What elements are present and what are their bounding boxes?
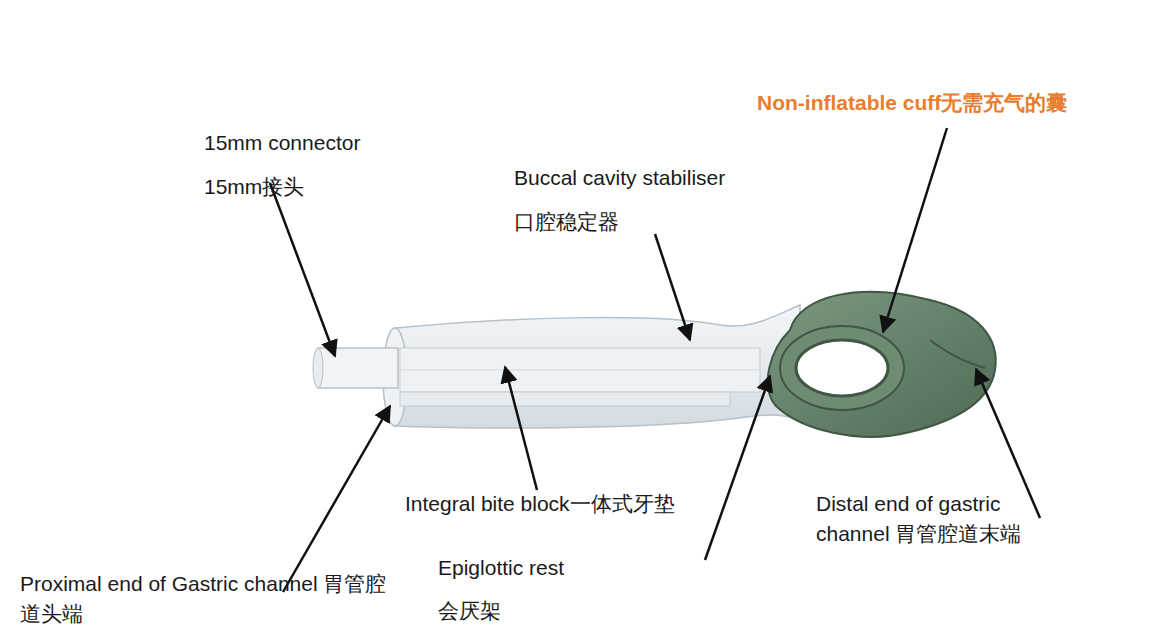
leader-line <box>705 376 770 560</box>
gastric-channel-shape <box>400 392 730 406</box>
part-label: 口腔稳定器 <box>514 207 714 237</box>
part-label: 15mm connector <box>204 128 504 158</box>
cuff <box>768 292 996 437</box>
connector-shape <box>318 348 398 388</box>
part-label: 会厌架 <box>438 596 638 626</box>
part-label: Proximal end of Gastric channel 胃管腔道头端 <box>20 569 398 629</box>
part-label: Distal end of gastric channel 胃管腔道末端 <box>816 489 1066 549</box>
leader-line <box>283 406 390 592</box>
part-label: 15mm接头 <box>204 172 404 202</box>
bite-block-shape <box>400 348 760 392</box>
part-label: Integral bite block一体式牙垫 <box>405 489 683 519</box>
leader-line <box>270 183 335 356</box>
part-label: Buccal cavity stabiliser <box>514 163 834 193</box>
part-label: Epiglottic rest <box>438 553 658 583</box>
leader-line <box>655 234 690 340</box>
leader-line <box>883 128 947 332</box>
part-label: Non-inflatable cuff无需充气的囊 <box>757 88 1109 118</box>
cuff-opening <box>796 340 888 396</box>
device-body <box>313 305 800 428</box>
cuff-groove <box>930 340 985 368</box>
connector-end <box>313 348 323 388</box>
leader-line <box>505 367 537 490</box>
cuff-shape <box>768 292 996 437</box>
buccal-stabiliser-shape <box>395 305 800 428</box>
channel-line <box>400 370 760 371</box>
cuff-rim <box>780 326 904 410</box>
